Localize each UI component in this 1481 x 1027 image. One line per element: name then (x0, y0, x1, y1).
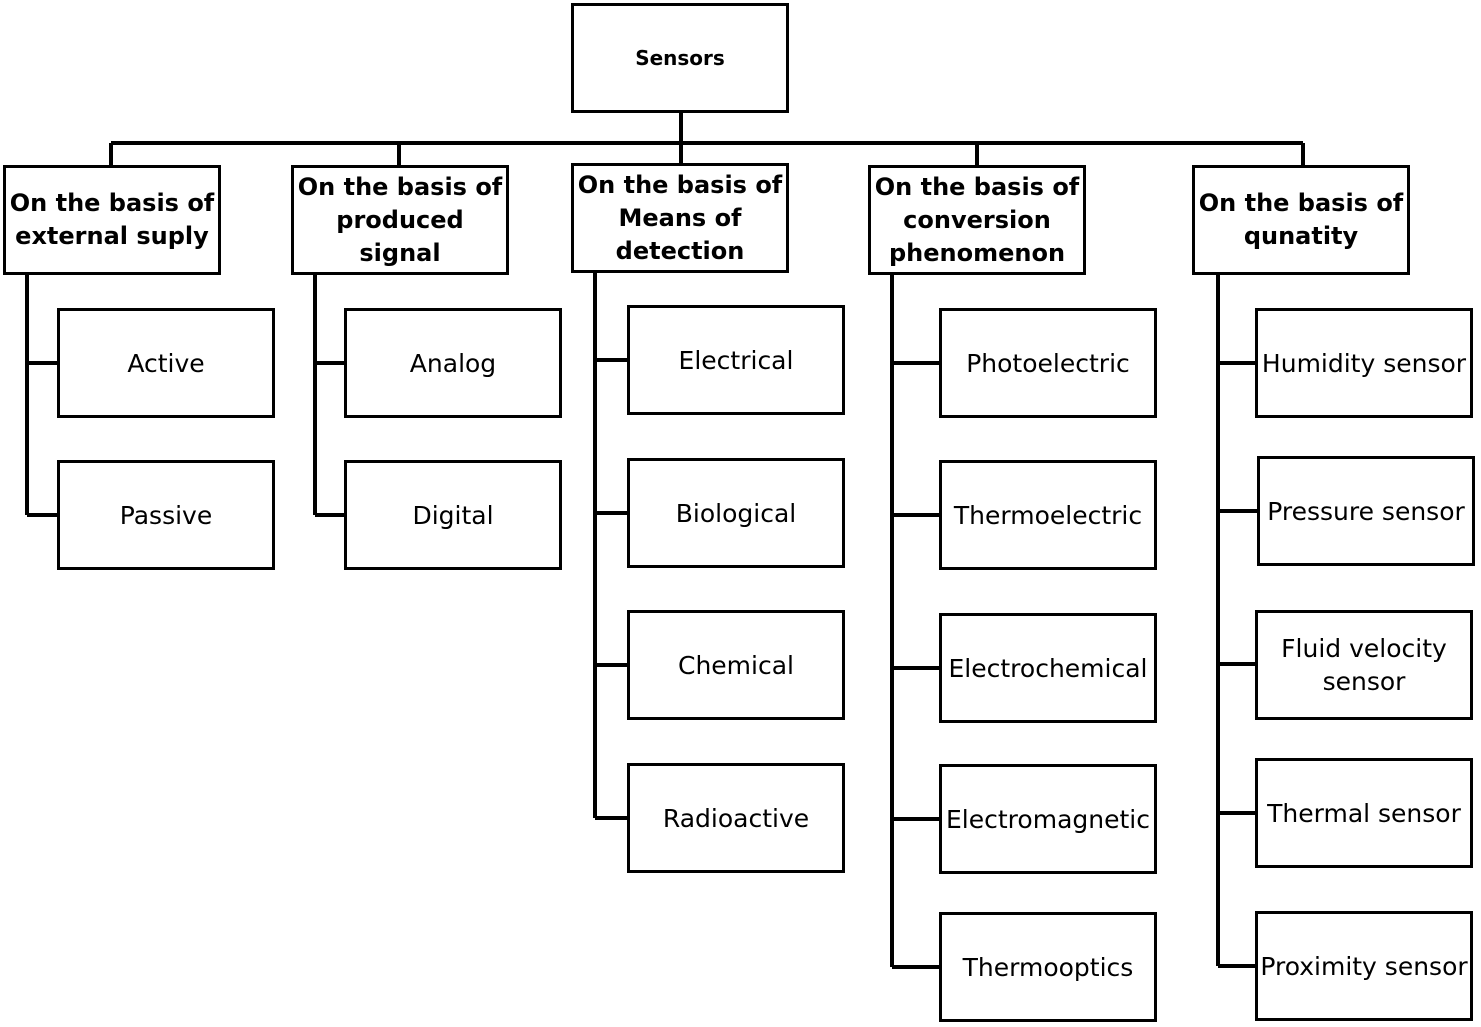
root-node: Sensors (571, 3, 789, 113)
leaf-label: Passive (119, 500, 213, 530)
category-label: On the basis of Means of detection (577, 170, 783, 265)
leaf-node: Electromagnetic (939, 764, 1157, 874)
leaf-label: Thermooptics (962, 952, 1134, 982)
leaf-label: Digital (412, 500, 494, 530)
leaf-node: Pressure sensor (1257, 456, 1475, 566)
leaf-node: Thermoelectric (939, 460, 1157, 570)
leaf-label: Active (127, 348, 205, 378)
leaf-node: Chemical (627, 610, 845, 720)
leaf-node: Radioactive (627, 763, 845, 873)
category-label: On the basis of qunatity (1198, 189, 1404, 250)
leaf-label: Pressure sensor (1267, 496, 1465, 526)
category-quantity: On the basis of qunatity (1192, 165, 1410, 275)
leaf-node: Electrical (627, 305, 845, 415)
category-means-of-detection: On the basis of Means of detection (571, 163, 789, 273)
leaf-node: Proximity sensor (1255, 911, 1473, 1021)
leaf-label: Humidity sensor (1261, 348, 1467, 378)
leaf-node: Thermooptics (939, 912, 1157, 1022)
leaf-node: Thermal sensor (1255, 758, 1473, 868)
leaf-label: Electromagnetic (946, 804, 1150, 834)
leaf-node: Digital (344, 460, 562, 570)
leaf-label: Chemical (678, 650, 794, 680)
category-label: On the basis of external suply (9, 189, 215, 250)
root-label: Sensors (635, 46, 725, 70)
category-external-supply: On the basis of external suply (3, 165, 221, 275)
leaf-label: Electrochemical (948, 653, 1148, 683)
leaf-node: Humidity sensor (1255, 308, 1473, 418)
leaf-label: Analog (409, 348, 497, 378)
leaf-label: Proximity sensor (1260, 951, 1468, 981)
leaf-label: Photoelectric (966, 348, 1130, 378)
leaf-node: Passive (57, 460, 275, 570)
leaf-node: Biological (627, 458, 845, 568)
leaf-label: Radioactive (662, 803, 810, 833)
leaf-node: Photoelectric (939, 308, 1157, 418)
leaf-node: Electrochemical (939, 613, 1157, 723)
leaf-label: Biological (675, 498, 797, 528)
leaf-node: Active (57, 308, 275, 418)
leaf-label: Electrical (678, 345, 794, 375)
category-produced-signal: On the basis of produced signal (291, 165, 509, 275)
leaf-label: Thermoelectric (953, 500, 1143, 530)
leaf-node: Fluid velocity sensor (1255, 610, 1473, 720)
leaf-label: Thermal sensor (1267, 798, 1461, 828)
leaf-label: Fluid velocity sensor (1281, 634, 1447, 696)
category-label: On the basis of conversion phenomenon (874, 172, 1080, 267)
category-label: On the basis of produced signal (297, 172, 503, 267)
category-conversion-phenomenon: On the basis of conversion phenomenon (868, 165, 1086, 275)
leaf-node: Analog (344, 308, 562, 418)
